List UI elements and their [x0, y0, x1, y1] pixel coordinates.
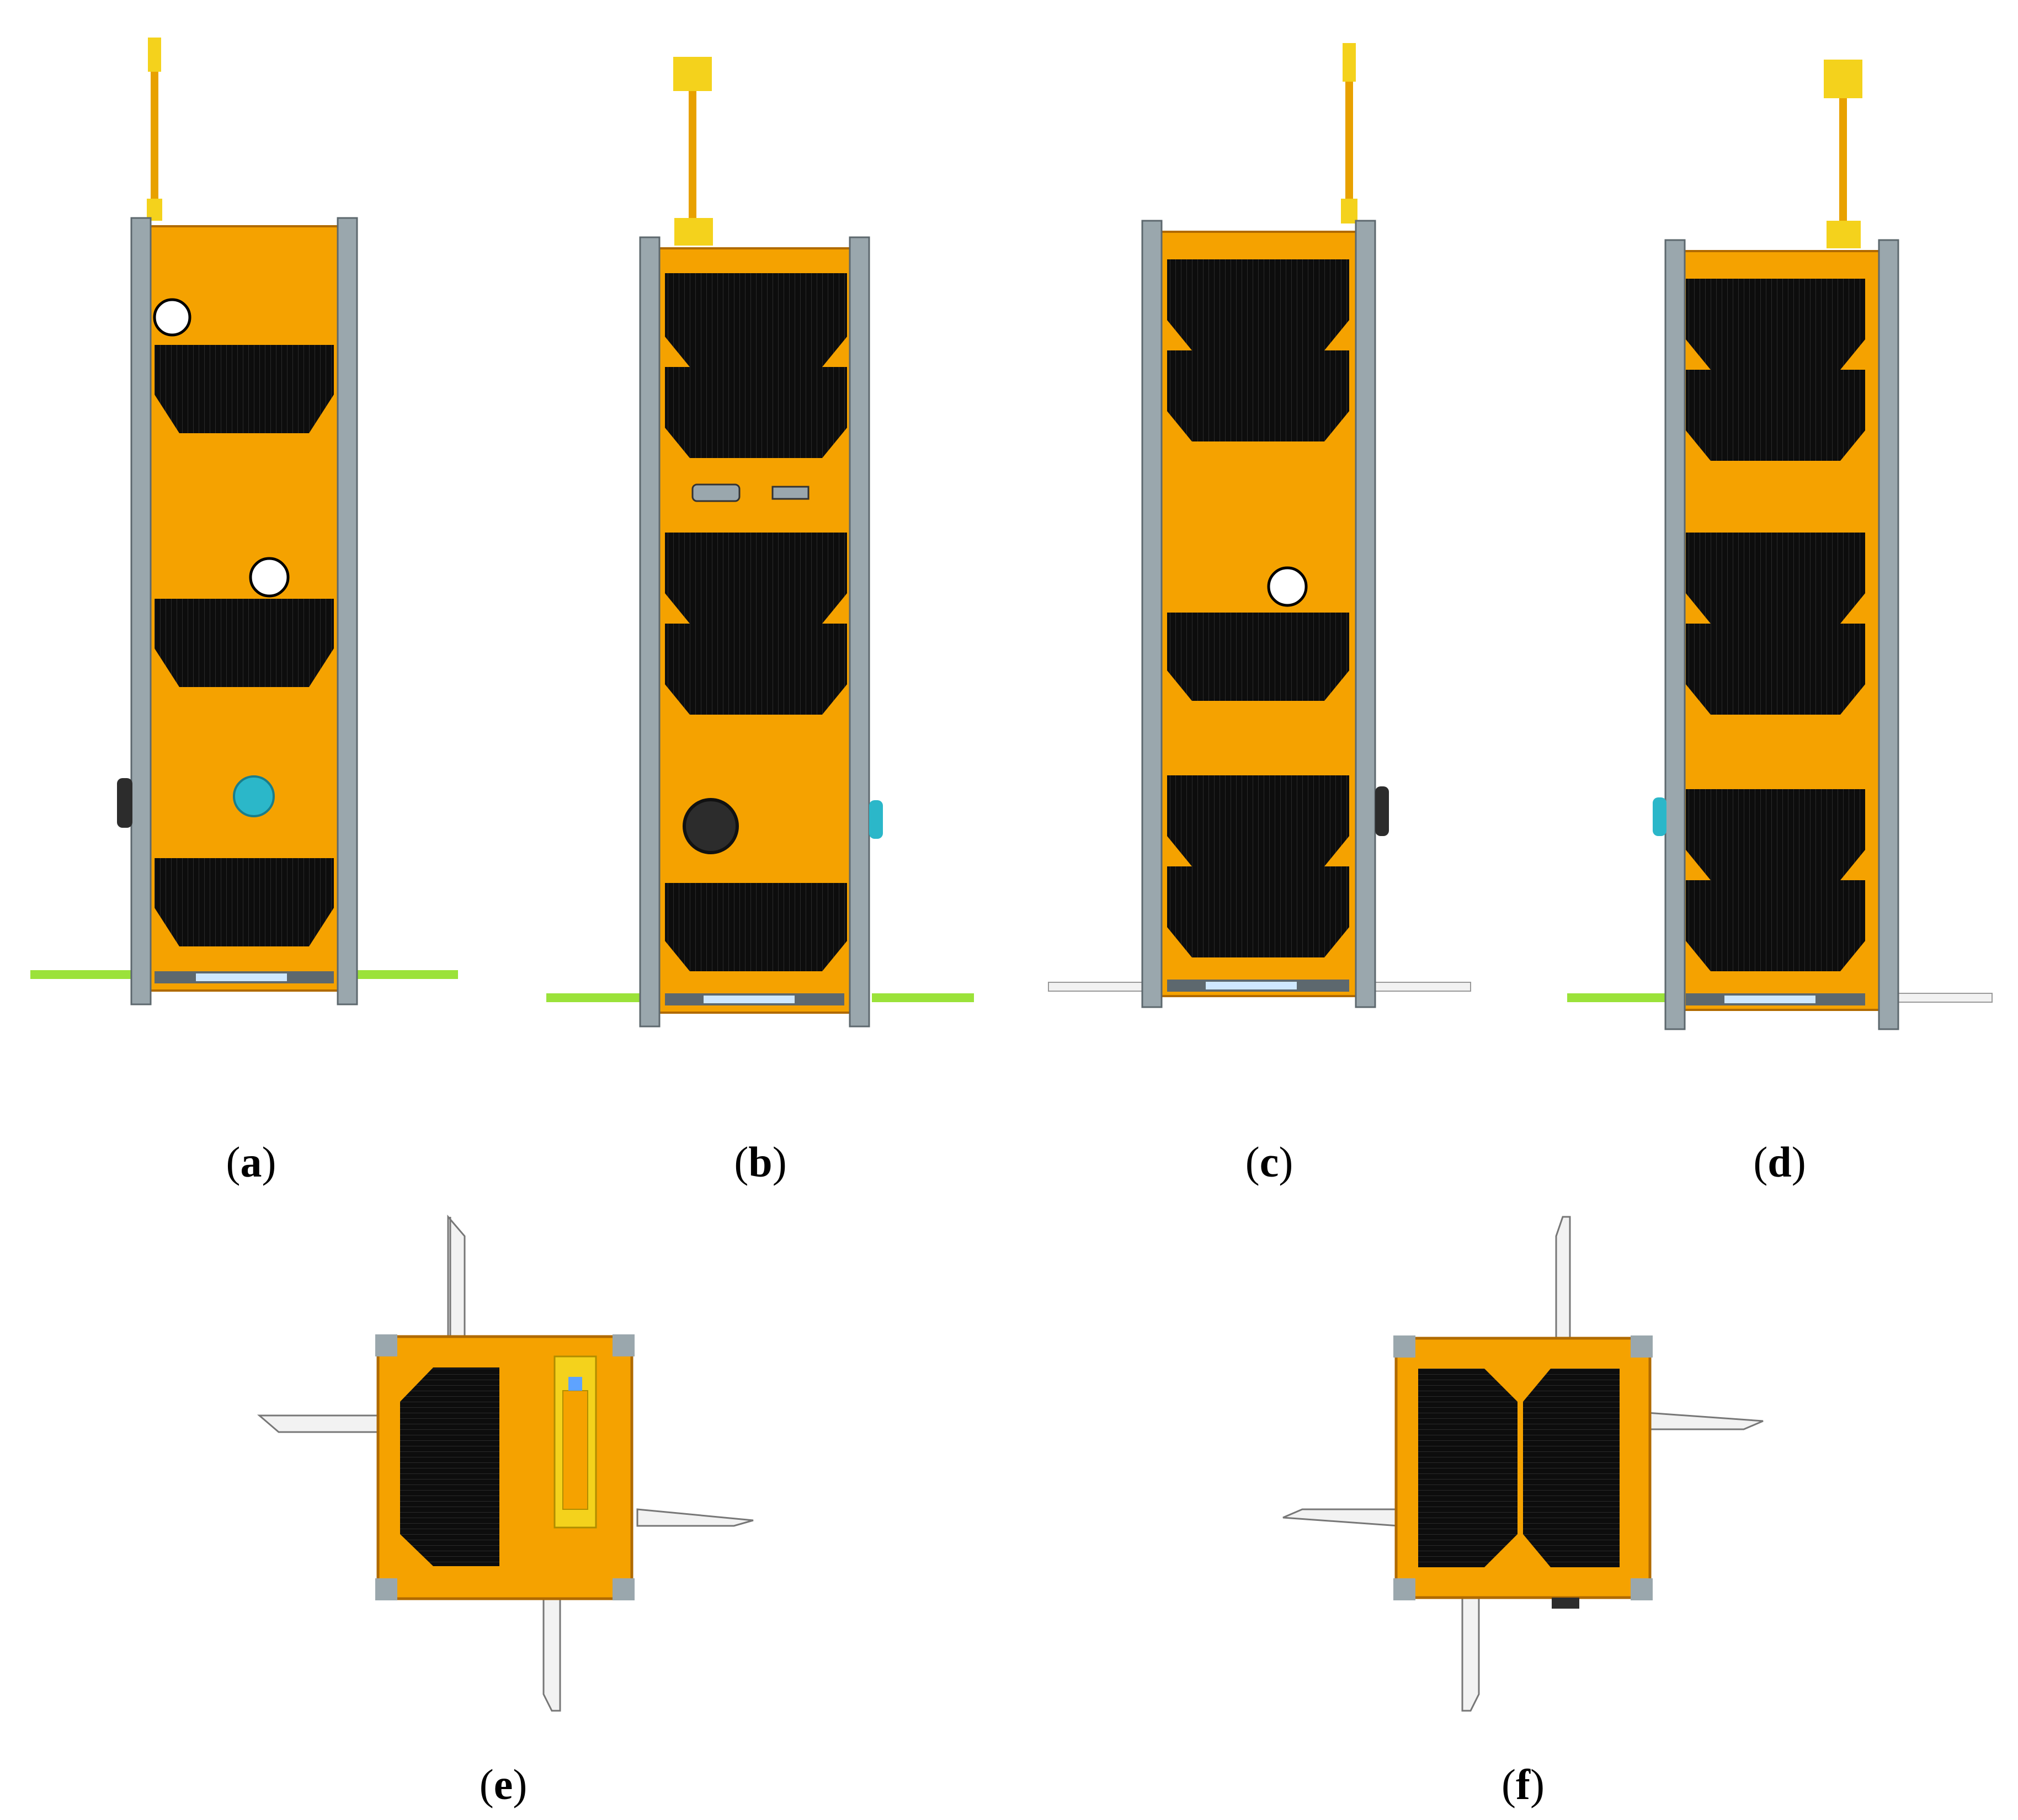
deploy-boom-left — [1567, 993, 1675, 1002]
corner-block — [1631, 1578, 1653, 1600]
caption-e: (e) — [479, 1760, 528, 1808]
solar-panel — [1167, 866, 1349, 957]
caption-a: (a) — [226, 1138, 276, 1186]
optical-sensor — [233, 775, 275, 817]
subfigure-f — [1282, 1216, 1764, 1712]
rail-left — [1664, 239, 1686, 1030]
solar-panel — [665, 367, 847, 458]
subfigure-a — [30, 38, 458, 1005]
deploy-boom-left — [1048, 982, 1151, 992]
antenna-rod — [1839, 98, 1847, 222]
antenna-base — [147, 199, 162, 221]
solar-panel — [1686, 624, 1865, 715]
subfigure-d — [1567, 60, 1993, 1030]
solar-panel — [155, 345, 334, 433]
rail-left — [130, 217, 152, 1005]
caption-b: (b) — [734, 1138, 787, 1186]
rail-right — [337, 217, 358, 1005]
sun-sensor — [249, 557, 290, 598]
rail-right — [1355, 220, 1376, 1008]
solar-panel — [155, 599, 334, 687]
corner-block — [1393, 1335, 1415, 1358]
solar-panel — [665, 624, 847, 715]
solar-panel — [1167, 259, 1349, 350]
deploy-boom — [1555, 1216, 1571, 1345]
deploy-boom-right — [872, 993, 974, 1002]
deploy-boom-right — [353, 970, 458, 979]
side-knob — [1653, 797, 1666, 836]
solar-panel — [1686, 279, 1865, 370]
camera-lens — [683, 798, 739, 854]
solar-panel — [400, 1367, 499, 1566]
antenna-tip — [1824, 60, 1862, 98]
corner-block — [375, 1334, 397, 1356]
deploy-boom — [1646, 1412, 1764, 1430]
corner-block — [1393, 1578, 1415, 1600]
antenna-holder-slot — [562, 1390, 588, 1510]
solar-panel — [1686, 370, 1865, 461]
pin-header — [771, 486, 810, 500]
antenna-rod — [1345, 82, 1353, 200]
solar-panel — [1523, 1369, 1620, 1567]
caption-f: (f) — [1501, 1760, 1545, 1808]
antenna-rod — [151, 72, 158, 201]
antenna-base — [1341, 199, 1357, 223]
corner-block — [613, 1578, 635, 1600]
rail-right — [1878, 239, 1899, 1030]
base-slot — [704, 996, 795, 1003]
solar-panel — [1167, 613, 1349, 701]
corner-block — [375, 1578, 397, 1600]
side-knob — [869, 800, 883, 839]
side-knob — [1552, 1598, 1579, 1609]
subfigure-c — [1048, 43, 1471, 1008]
solar-panel — [1686, 880, 1865, 971]
antenna-base — [1827, 221, 1861, 248]
rail-left — [639, 236, 661, 1028]
subfigure-b — [546, 57, 974, 1028]
solar-panel — [1167, 775, 1349, 866]
deploy-boom — [636, 1508, 754, 1527]
base-slot — [1206, 982, 1297, 989]
solar-panel — [665, 883, 847, 971]
sun-sensor — [153, 298, 191, 337]
deploy-boom-left — [546, 993, 657, 1002]
deploy-boom-right — [1892, 993, 1993, 1003]
antenna-connector — [568, 1377, 582, 1391]
rail-left — [1141, 220, 1163, 1008]
caption-c: (c) — [1245, 1138, 1293, 1186]
corner-block — [1631, 1335, 1653, 1358]
solar-panel — [1686, 789, 1865, 880]
data-connector — [691, 483, 741, 502]
solar-panel — [1686, 533, 1865, 624]
solar-panel — [665, 533, 847, 624]
deploy-boom — [1461, 1594, 1480, 1712]
antenna-tip — [148, 38, 161, 72]
sun-sensor — [1267, 566, 1308, 607]
caption-d: (d) — [1753, 1138, 1806, 1186]
deploy-boom — [542, 1597, 561, 1712]
antenna-base — [674, 218, 713, 246]
side-knob — [1375, 786, 1389, 836]
antenna-tip — [1343, 43, 1356, 82]
solar-panel — [1418, 1369, 1518, 1567]
base-slot — [196, 973, 287, 981]
deploy-boom-right — [1368, 982, 1471, 992]
subfigure-e — [257, 1214, 754, 1712]
antenna-rod — [689, 91, 696, 218]
deploy-boom — [1282, 1508, 1400, 1527]
base-slot — [1724, 996, 1815, 1003]
solar-panel — [665, 273, 847, 367]
deploy-boom-left — [30, 970, 135, 979]
rail-right — [849, 236, 870, 1028]
solar-panel — [1167, 350, 1349, 441]
deploy-boom — [257, 1414, 379, 1433]
solar-panel — [155, 858, 334, 946]
corner-block — [613, 1334, 635, 1356]
side-knob — [117, 778, 132, 828]
antenna-tip — [673, 57, 712, 91]
